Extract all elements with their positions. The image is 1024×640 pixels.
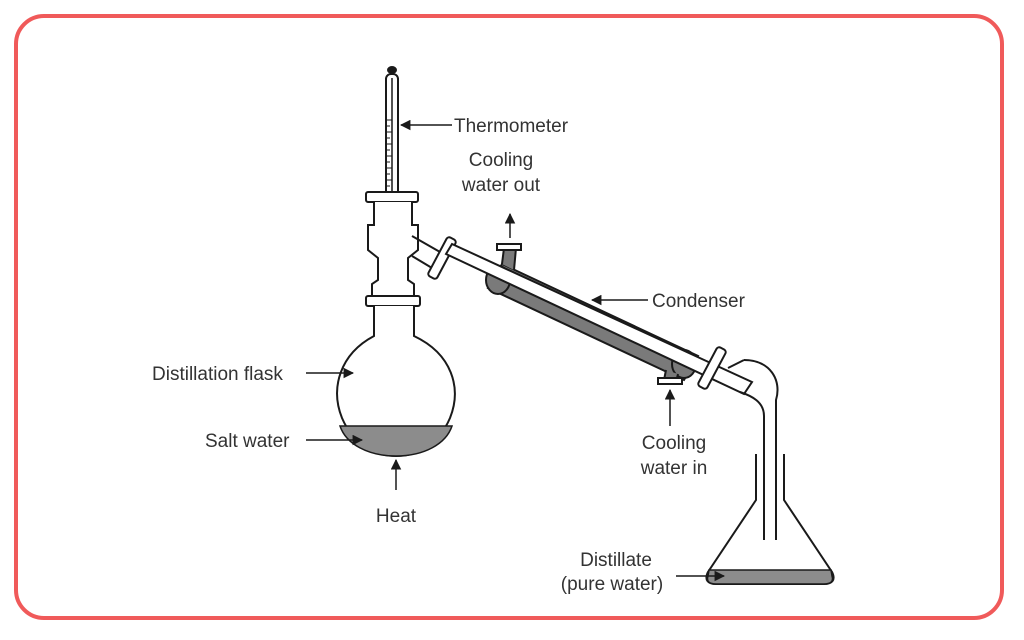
condenser: [411, 235, 754, 396]
condenser-label: Condenser: [652, 291, 746, 312]
flask-label: Distillation flask: [152, 364, 283, 385]
delivery-tube: [727, 359, 779, 540]
thermometer-scale: [386, 119, 392, 187]
still-head: [365, 191, 421, 328]
cooling-out-label-line2: water out: [461, 175, 541, 196]
distillation-flask: [336, 306, 456, 458]
salt-water-liquid: [338, 425, 454, 457]
distillate-label-line1: Distillate: [580, 550, 652, 571]
callout-arrows: [306, 119, 726, 582]
salt-water-label: Salt water: [205, 431, 290, 452]
cooling-in-label-line1: Cooling: [642, 433, 706, 454]
cooling-in-label-line2: water in: [640, 458, 708, 479]
cooling-out-label-line1: Cooling: [469, 150, 533, 171]
distillate-liquid: [706, 569, 834, 585]
diagram-frame: [14, 14, 1004, 620]
heat-label: Heat: [376, 506, 417, 527]
thermometer-label: Thermometer: [454, 116, 569, 137]
distillate-label-line2: (pure water): [561, 574, 663, 595]
receiving-flask: [705, 454, 835, 585]
